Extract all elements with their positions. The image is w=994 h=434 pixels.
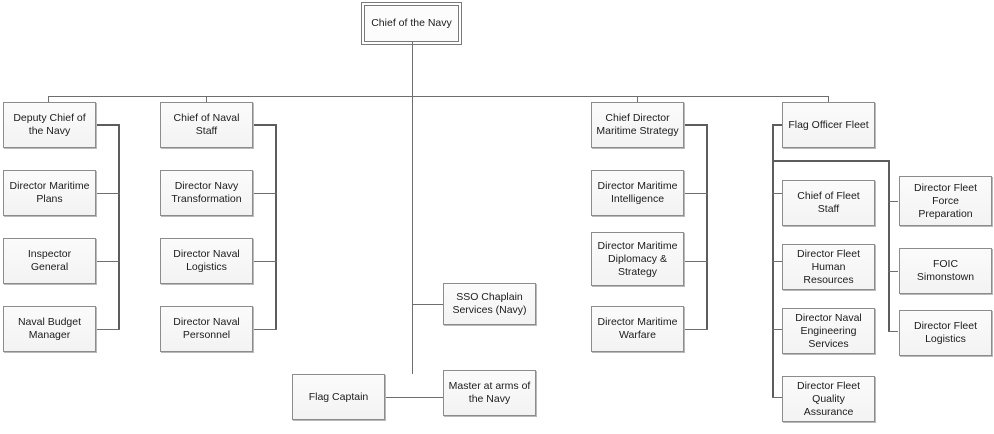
node-director-naval-logistics[interactable]: Director Naval Logistics — [160, 238, 253, 284]
connector-drop-flag-officer-fleet — [828, 96, 829, 102]
connector-flag-officer-fleet-out — [772, 124, 782, 126]
node-deputy-chief-of-the-navy[interactable]: Deputy Chief of the Navy — [3, 102, 96, 148]
connector-drop-deputy-chief — [48, 96, 49, 102]
node-director-maritime-plans[interactable]: Director Maritime Plans — [3, 170, 96, 216]
node-flag-officer-fleet[interactable]: Flag Officer Fleet — [782, 102, 875, 148]
connector-root-stem — [412, 42, 413, 374]
node-master-at-arms-of-the-navy[interactable]: Master at arms of the Navy — [443, 370, 536, 416]
node-chief-of-the-navy[interactable]: Chief of the Navy — [361, 2, 462, 45]
node-label: Director Navy Transformation — [171, 180, 242, 205]
connector-to-director-maritime-diplomacy — [684, 261, 708, 262]
connector-to-naval-budget-manager — [96, 329, 120, 330]
connector-drop-chief-director-maritime-strategy — [637, 96, 638, 102]
node-label: Naval Budget Manager — [17, 316, 82, 341]
node-director-fleet-quality-assurance[interactable]: Director Fleet Quality Assurance — [782, 376, 875, 422]
connector-chief-director-out — [684, 124, 708, 126]
connector-to-director-fleet-human-resources — [772, 261, 782, 262]
node-sso-chaplain-services-navy[interactable]: SSO Chaplain Services (Navy) — [443, 283, 536, 325]
node-inspector-general[interactable]: Inspector General — [3, 238, 96, 284]
node-label: Chief of the Navy — [371, 17, 452, 29]
node-label: Chief of Fleet Staff — [797, 190, 860, 215]
node-director-fleet-force-preparation[interactable]: Director Fleet Force Preparation — [899, 176, 992, 226]
node-label: Chief of Naval Staff — [173, 112, 240, 137]
connector-deputy-chief-out — [96, 124, 120, 126]
connector-right-column-spine — [888, 160, 890, 332]
connector-to-director-naval-personnel — [253, 329, 277, 330]
connector-to-chief-of-fleet-staff — [772, 193, 782, 194]
node-director-maritime-intelligence[interactable]: Director Maritime Intelligence — [591, 170, 684, 216]
node-label: Director Naval Logistics — [173, 248, 240, 273]
connector-to-director-fleet-quality-assurance — [772, 397, 782, 398]
node-label: FOIC Simonstown — [916, 258, 975, 283]
connector-to-master-at-arms — [412, 397, 444, 398]
connector-to-flag-captain — [385, 397, 413, 398]
node-label: Master at arms of the Navy — [448, 380, 531, 405]
connector-to-foic-simonstown — [888, 271, 898, 272]
node-label: Director Fleet Quality Assurance — [796, 379, 860, 418]
node-label: Director Maritime Warfare — [597, 316, 678, 341]
node-label: Director Maritime Intelligence — [597, 180, 678, 205]
connector-to-director-maritime-intelligence — [684, 193, 708, 194]
node-label: Director Fleet Logistics — [913, 320, 977, 345]
node-label: Director Fleet Human Resources — [796, 247, 860, 286]
connector-to-director-maritime-plans — [96, 193, 120, 194]
node-label: Director Naval Personnel — [173, 316, 240, 341]
node-label: Director Maritime Plans — [9, 180, 90, 205]
connector-to-director-fleet-force-preparation — [888, 201, 898, 202]
node-label: SSO Chaplain Services (Navy) — [452, 291, 527, 316]
node-director-maritime-diplomacy-strategy[interactable]: Director Maritime Diplomacy & Strategy — [591, 232, 684, 286]
node-director-fleet-human-resources[interactable]: Director Fleet Human Resources — [782, 244, 875, 290]
node-label: Director Naval Engineering Services — [795, 311, 862, 350]
connector-main-bus — [48, 96, 828, 97]
connector-to-inspector-general — [96, 261, 120, 262]
node-chief-director-maritime-strategy[interactable]: Chief Director Maritime Strategy — [591, 102, 684, 148]
node-chief-of-fleet-staff[interactable]: Chief of Fleet Staff — [782, 180, 875, 226]
connector-to-director-fleet-logistics — [888, 331, 898, 332]
node-director-naval-engineering-services[interactable]: Director Naval Engineering Services — [782, 308, 875, 354]
node-foic-simonstown[interactable]: FOIC Simonstown — [899, 248, 992, 294]
connector-deputy-chief-spine — [118, 124, 120, 329]
node-label: Flag Captain — [308, 390, 369, 403]
node-chief-of-naval-staff[interactable]: Chief of Naval Staff — [160, 102, 253, 148]
connector-fleet-to-right-column — [772, 160, 890, 162]
connector-to-director-naval-engineering — [772, 329, 782, 330]
node-label: Deputy Chief of the Navy — [13, 112, 86, 137]
node-naval-budget-manager[interactable]: Naval Budget Manager — [3, 306, 96, 352]
node-flag-captain[interactable]: Flag Captain — [292, 374, 385, 420]
connector-chief-naval-staff-out — [253, 124, 277, 126]
connector-to-director-naval-logistics — [253, 261, 277, 262]
node-label: Flag Officer Fleet — [788, 118, 869, 131]
node-label: Director Maritime Diplomacy & Strategy — [597, 239, 678, 278]
node-label: Director Fleet Force Preparation — [913, 181, 977, 220]
connector-to-director-navy-transformation — [253, 193, 277, 194]
node-label: Chief Director Maritime Strategy — [596, 112, 679, 137]
connector-drop-chief-naval-staff — [206, 96, 207, 102]
connector-to-director-maritime-warfare — [684, 329, 708, 330]
node-director-naval-personnel[interactable]: Director Naval Personnel — [160, 306, 253, 352]
connector-to-sso-chaplain — [412, 304, 444, 305]
node-director-maritime-warfare[interactable]: Director Maritime Warfare — [591, 306, 684, 352]
connector-chief-naval-staff-spine — [275, 124, 277, 329]
node-director-navy-transformation[interactable]: Director Navy Transformation — [160, 170, 253, 216]
node-director-fleet-logistics[interactable]: Director Fleet Logistics — [899, 310, 992, 356]
node-label: Inspector General — [27, 248, 72, 273]
connector-chief-director-spine — [706, 124, 708, 329]
